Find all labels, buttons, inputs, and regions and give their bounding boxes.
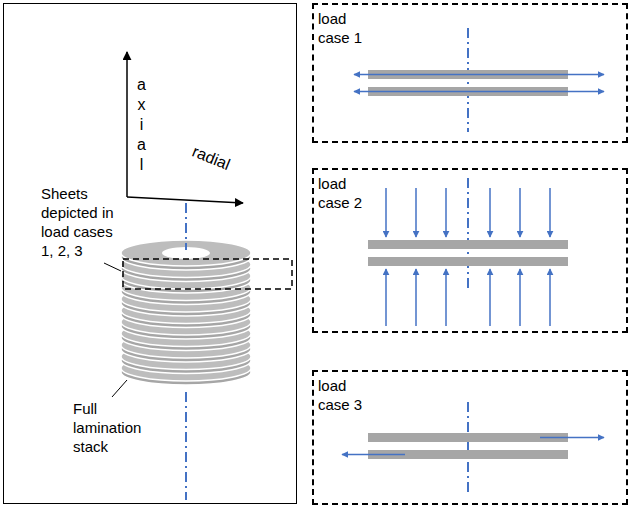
case-label: load case 3 bbox=[318, 376, 368, 414]
callout-label: Full lamination stack bbox=[73, 399, 159, 456]
load-arrow bbox=[415, 269, 417, 326]
radial-axis bbox=[127, 197, 243, 203]
load-arrow bbox=[519, 269, 521, 326]
leader-line bbox=[104, 263, 121, 271]
load-arrow bbox=[549, 188, 551, 237]
load-arrow bbox=[354, 74, 604, 76]
sheet bbox=[368, 257, 568, 266]
axial-axis bbox=[126, 52, 128, 197]
center-line bbox=[185, 203, 187, 250]
load-arrow bbox=[549, 269, 551, 326]
load-arrow bbox=[489, 269, 491, 326]
load-case-box: load case 1 bbox=[312, 3, 628, 143]
case-label: load case 1 bbox=[318, 9, 368, 47]
load-arrow bbox=[445, 269, 447, 326]
detail-region bbox=[123, 259, 292, 289]
pressure-arrows bbox=[386, 188, 550, 326]
callout-label: Sheets depicted in load cases 1, 2, 3 bbox=[41, 184, 129, 260]
sheet bbox=[368, 433, 568, 442]
load-arrow bbox=[489, 188, 491, 237]
load-case-box: load case 3 bbox=[312, 370, 628, 505]
leader-line bbox=[112, 380, 127, 397]
load-arrow bbox=[342, 454, 405, 456]
load-arrow bbox=[385, 188, 387, 237]
load-arrow bbox=[445, 188, 447, 237]
load-arrow bbox=[540, 437, 604, 439]
axis-label: axial bbox=[137, 75, 146, 175]
center-line bbox=[467, 178, 469, 290]
panel: axial radialSheets depicted in load cases… bbox=[3, 3, 297, 504]
axis-label: radial bbox=[189, 142, 232, 174]
center-line bbox=[185, 392, 187, 500]
load-arrow bbox=[519, 188, 521, 237]
load-arrow bbox=[385, 269, 387, 326]
sheet bbox=[368, 240, 568, 249]
load-case-box: load case 2 bbox=[312, 168, 628, 333]
lamination-stack bbox=[121, 240, 251, 385]
case-label: load case 2 bbox=[318, 174, 368, 212]
load-arrow bbox=[354, 91, 604, 93]
center-line bbox=[467, 402, 469, 492]
load-arrow bbox=[415, 188, 417, 237]
center-line bbox=[467, 28, 469, 132]
